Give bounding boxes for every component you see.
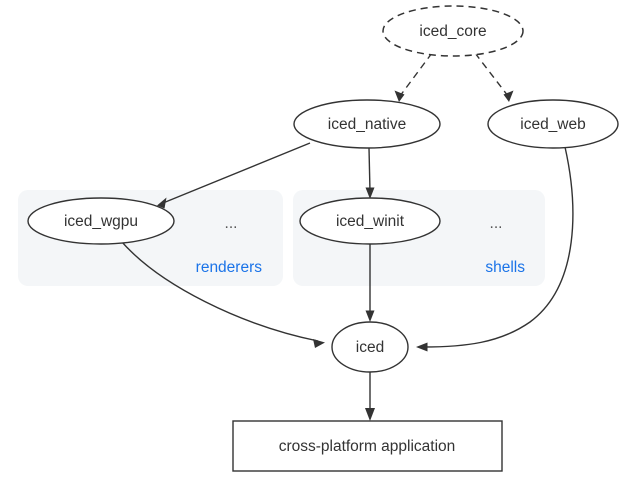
node-iced-core-ellipse[interactable] [382, 5, 524, 57]
edge-iced-to-app-arrow [365, 408, 375, 421]
edge-wgpu-to-iced [121, 241, 325, 348]
edge-native-to-winit-arrow [365, 187, 375, 199]
edge-core-to-web [474, 52, 514, 102]
edge-web-to-iced-arrow [416, 342, 428, 352]
node-cross-platform-application[interactable]: cross-platform application [232, 420, 503, 472]
edge-wgpu-to-iced-arrow [313, 339, 325, 348]
node-iced-wgpu-ellipse[interactable] [27, 197, 175, 245]
edge-winit-to-iced [365, 244, 375, 322]
node-iced-web[interactable]: iced_web [487, 99, 619, 149]
node-iced-native[interactable]: iced_native [293, 99, 441, 149]
edge-core-to-native [394, 52, 433, 102]
cluster-shells-label: shells [485, 259, 525, 276]
node-iced-native-label: iced_native [328, 116, 406, 133]
shells-more-ellipsis: ... [490, 215, 503, 232]
node-iced[interactable]: iced [331, 321, 409, 373]
node-iced-wgpu[interactable]: iced_wgpu [27, 197, 175, 245]
cluster-renderers-label: renderers [196, 259, 263, 276]
node-iced-core-label: iced_core [419, 23, 486, 40]
node-iced-native-ellipse[interactable] [293, 99, 441, 149]
edge-native-to-winit-line [368, 147, 371, 193]
node-cross-platform-application-label: cross-platform application [279, 438, 456, 455]
node-iced-winit[interactable]: iced_winit [299, 197, 441, 245]
edge-native-to-wgpu-arrow [157, 197, 167, 209]
edge-core-to-web-line [474, 52, 509, 97]
edge-native-to-wgpu [157, 142, 311, 209]
edge-native-to-winit [365, 147, 375, 199]
node-iced-web-label: iced_web [520, 116, 586, 133]
node-iced-web-ellipse[interactable] [487, 99, 619, 149]
edge-iced-to-app [365, 372, 375, 421]
node-iced-core[interactable]: iced_core [382, 5, 524, 57]
edge-web-to-iced [416, 146, 574, 352]
edge-core-to-native-arrow [394, 90, 405, 102]
edge-wgpu-to-iced-line [121, 241, 319, 342]
node-iced-ellipse[interactable] [331, 321, 409, 373]
edge-winit-to-iced-arrow [365, 310, 375, 322]
node-cross-platform-application-rect[interactable] [232, 420, 503, 472]
edge-native-to-wgpu-line [162, 142, 311, 204]
edge-core-to-web-arrow [503, 90, 514, 102]
node-iced-wgpu-label: iced_wgpu [64, 213, 138, 230]
node-iced-winit-ellipse[interactable] [299, 197, 441, 245]
renderers-more-ellipsis: ... [225, 215, 238, 232]
edge-core-to-native-line [399, 52, 433, 97]
node-iced-winit-label: iced_winit [336, 213, 405, 230]
edge-web-to-iced-line [422, 146, 574, 348]
node-iced-label: iced [356, 339, 384, 356]
